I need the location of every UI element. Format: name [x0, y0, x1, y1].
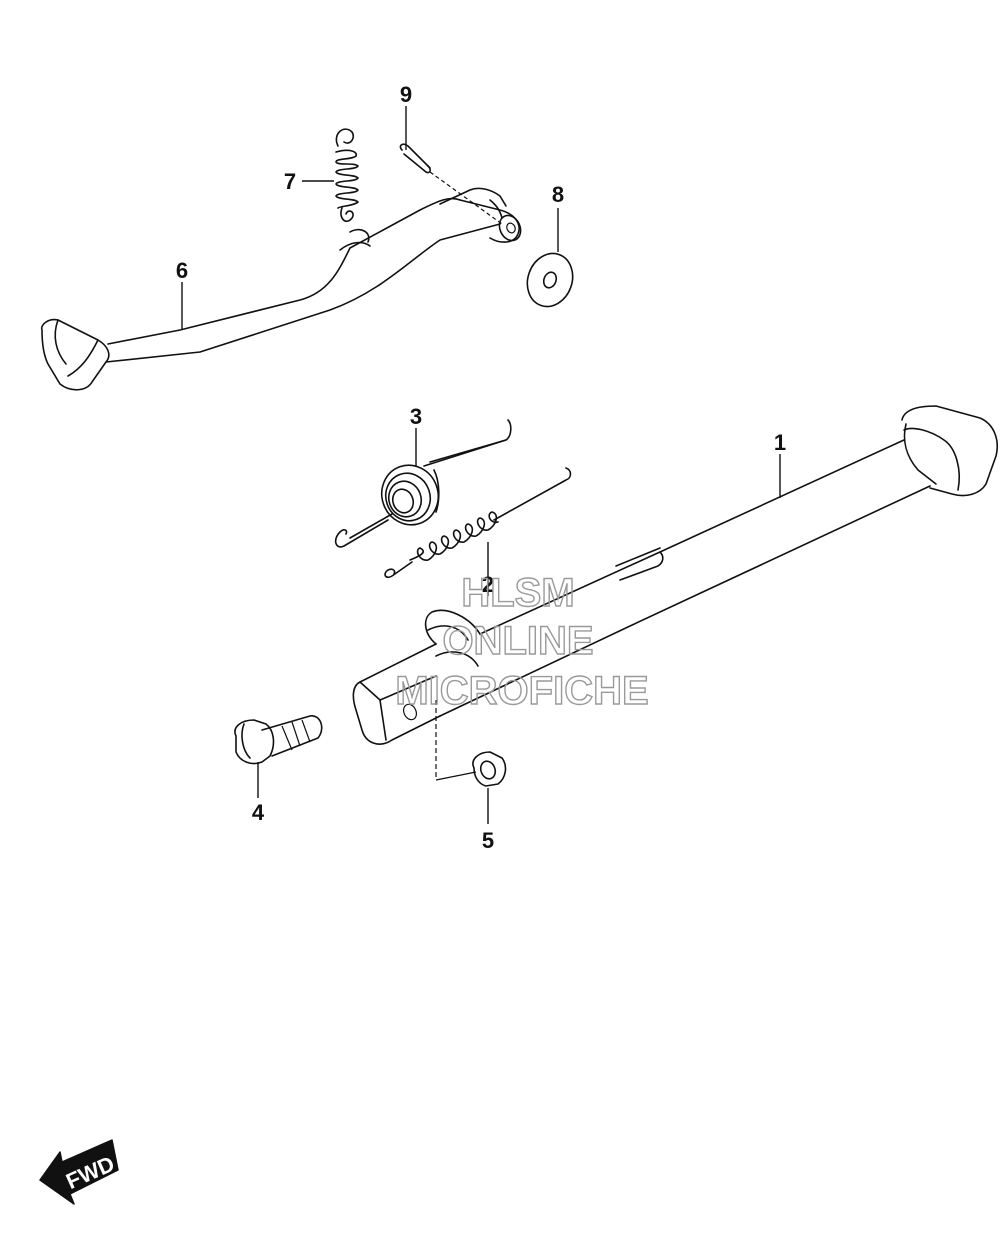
leader-lines — [181, 106, 781, 824]
callout-4: 4 — [252, 800, 265, 825]
callout-2: 2 — [482, 572, 494, 597]
callout-3: 3 — [410, 404, 422, 429]
callout-1: 1 — [774, 430, 786, 455]
watermark-line-1: HLSM — [461, 571, 574, 615]
part-4-pivot-bolt — [234, 715, 323, 765]
callout-8: 8 — [552, 182, 564, 207]
watermark: HLSM ONLINE MICROFICHE — [395, 570, 650, 713]
callout-7: 7 — [284, 169, 296, 194]
fwd-direction-badge: FWD — [39, 1139, 119, 1205]
fwd-arrow-icon — [39, 1139, 119, 1205]
part-6-pedal-arm — [40, 187, 522, 391]
watermark-line-2: ONLINE — [442, 619, 593, 663]
callout-5: 5 — [482, 828, 494, 853]
part-5-nut — [472, 751, 507, 787]
callout-6: 6 — [176, 258, 188, 283]
part-1-side-stand — [352, 405, 998, 781]
watermark-line-3: MICROFICHE — [395, 669, 648, 713]
part-8-washer — [526, 252, 574, 308]
part-9-cotter-pin — [399, 143, 503, 225]
part-2-spring — [384, 467, 572, 579]
callout-9: 9 — [400, 82, 412, 107]
part-3-spring — [334, 419, 512, 548]
part-7-return-spring — [335, 128, 359, 223]
